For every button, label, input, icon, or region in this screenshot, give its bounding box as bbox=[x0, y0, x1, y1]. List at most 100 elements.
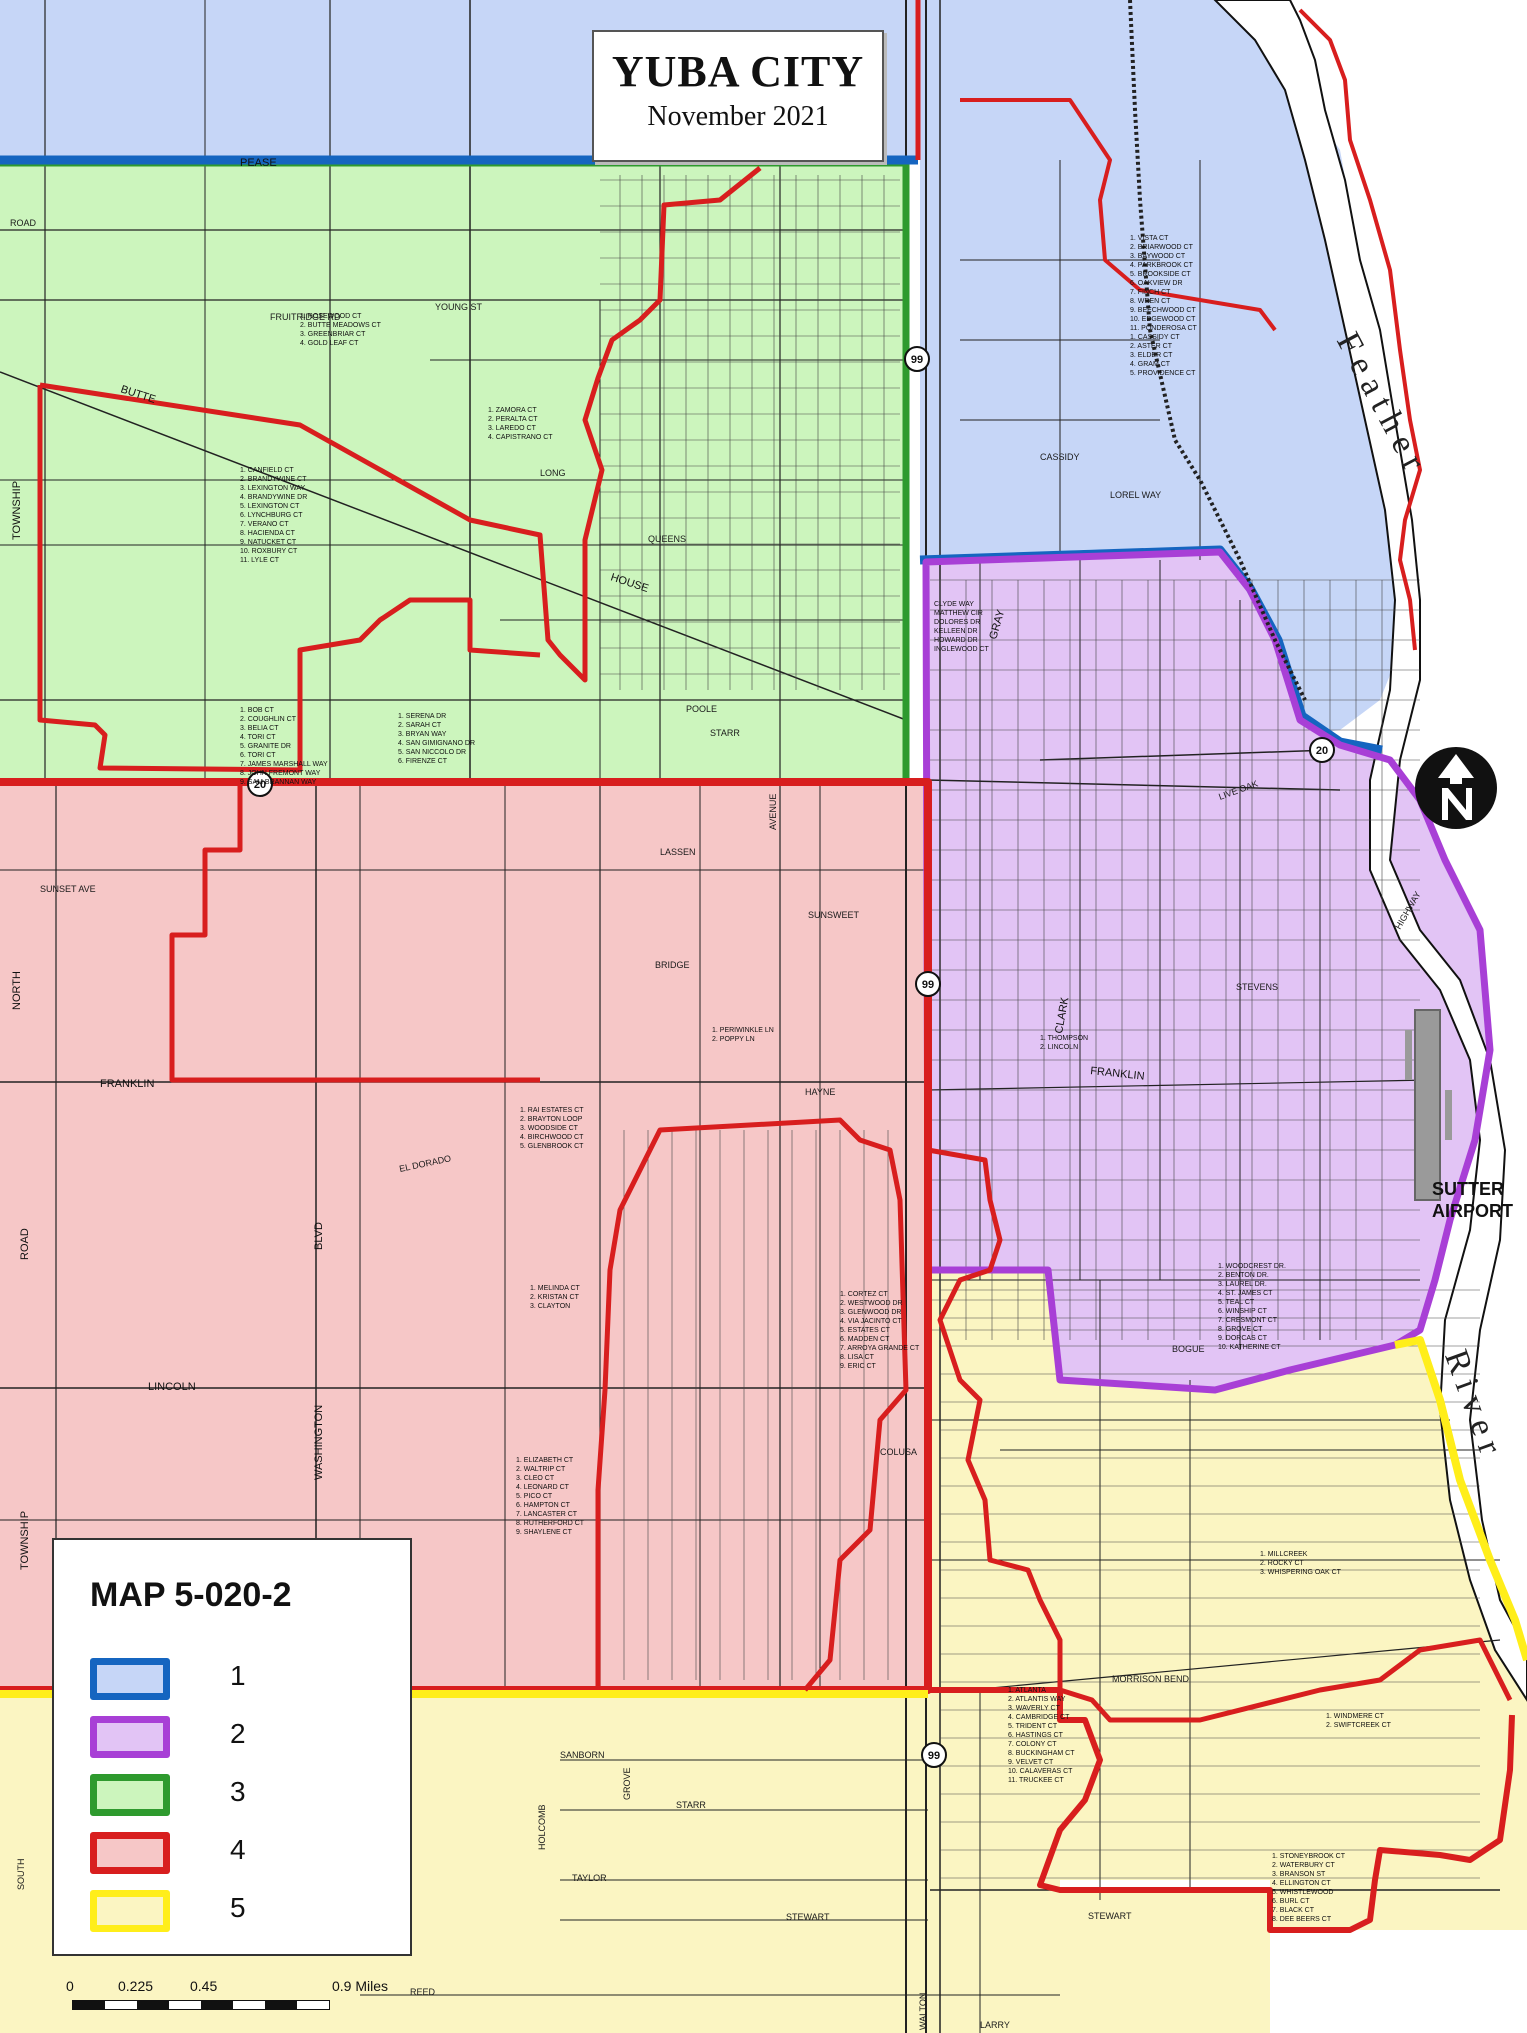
legend-item-4: 4 bbox=[90, 1832, 350, 1874]
note-list_j-7: 8. GROVE CT bbox=[1218, 1326, 1263, 1333]
note-list_k-14: 4. GRAM CT bbox=[1130, 361, 1171, 368]
street-label-holcomb: HOLCOMB bbox=[537, 1804, 547, 1850]
note-list_l-2: 3. WHISPERING OAK CT bbox=[1260, 1569, 1342, 1576]
note-list_o-3: 4. ELLINGTON CT bbox=[1272, 1880, 1331, 1887]
note-list_b-4: 5. LEXINGTON CT bbox=[240, 503, 300, 510]
note-list_j-9: 10. KATHERINE CT bbox=[1218, 1344, 1281, 1351]
note-list_k-0: 1. VISTA CT bbox=[1130, 235, 1169, 242]
note-list_l-1: 2. ROCKY CT bbox=[1260, 1560, 1305, 1567]
street-label-stewart-e: STEWART bbox=[1088, 1911, 1132, 1921]
note-list_i-1: 2. WALTRIP CT bbox=[516, 1466, 566, 1473]
note-list_h-2: 3. GLENWOOD DR bbox=[840, 1309, 901, 1316]
note-list_k-10: 11. PONDEROSA CT bbox=[1130, 325, 1198, 332]
note-list_b-0: 1. CANFIELD CT bbox=[240, 467, 294, 474]
shield-20-b-label: 20 bbox=[1316, 745, 1328, 757]
note-list_m-5: 6. HASTINGS CT bbox=[1008, 1732, 1064, 1739]
note-list_l-0: 1. MILLCREEK bbox=[1260, 1551, 1308, 1558]
legend-label-1: 1 bbox=[230, 1660, 246, 1691]
note-list_k-12: 2. ASTER CT bbox=[1130, 343, 1173, 350]
note-list_k-13: 3. ELDER CT bbox=[1130, 352, 1173, 359]
note-list_j-2: 3. LAUREL DR. bbox=[1218, 1281, 1267, 1288]
street-label-washington: WASHINGTON bbox=[313, 1405, 325, 1480]
shield-20-a-label: 20 bbox=[254, 779, 266, 791]
note-list_k-8: 9. BEECHWOOD CT bbox=[1130, 307, 1196, 314]
note-list_m-7: 8. BUCKINGHAM CT bbox=[1008, 1750, 1075, 1757]
note-list_f-4: 5. GLENBROOK CT bbox=[520, 1143, 584, 1150]
note-list_h-0: 1. CORTEZ CT bbox=[840, 1291, 888, 1298]
shield-99-a-circle bbox=[904, 346, 930, 372]
street-label-franklin-e: FRANKLIN bbox=[1090, 1065, 1145, 1083]
note-list_k-2: 3. BAYWOOD CT bbox=[1130, 253, 1186, 260]
street-label-lassen: LASSEN bbox=[660, 847, 696, 857]
note-list_n-0: 1. WINDMERE CT bbox=[1326, 1713, 1385, 1720]
note-list_d-3: 4. TORI CT bbox=[240, 734, 276, 741]
note-list_d-5: 6. TORI CT bbox=[240, 752, 276, 759]
note-list_h-1: 2. WESTWOOD DR bbox=[840, 1300, 903, 1307]
note-list_h-4: 5. ESTATES CT bbox=[840, 1327, 891, 1334]
street-label-reed: REED bbox=[410, 1987, 436, 1997]
legend-item-2: 2 bbox=[90, 1716, 350, 1758]
note-list_h-3: 4. VIA JACINTO CT bbox=[840, 1318, 902, 1325]
scale-tick-3: 0.9 Miles bbox=[332, 1978, 389, 1994]
note-list_h-8: 9. ERIC CT bbox=[840, 1363, 877, 1370]
note-list_i-6: 7. LANCASTER CT bbox=[516, 1511, 578, 1518]
map-title-box: YUBA CITY November 2021 bbox=[592, 30, 884, 162]
street-label-sunset: SUNSET AVE bbox=[40, 884, 96, 894]
north-arrow-n-glyph bbox=[1442, 788, 1472, 820]
note-list_r-2: DOLORES DR bbox=[934, 619, 980, 626]
note-list_b-2: 3. LEXINGTON WAY bbox=[240, 485, 306, 492]
street-label-lincoln: LINCOLN bbox=[148, 1381, 196, 1393]
legend-label-3: 3 bbox=[230, 1776, 246, 1807]
note-list_i-4: 5. PICO CT bbox=[516, 1493, 553, 1500]
street-label-queens: QUEENS bbox=[648, 534, 686, 544]
note-list_m-2: 3. WAVERLY CT bbox=[1008, 1705, 1061, 1712]
shield-99-a-label: 99 bbox=[911, 354, 923, 366]
note-list_d-4: 5. GRANITE DR bbox=[240, 743, 291, 750]
district-5-south-east-strip bbox=[928, 1890, 1270, 2033]
note-list_d-7: 8. JOHN FREMONT WAY bbox=[240, 770, 321, 777]
legend-swatch-3 bbox=[90, 1774, 170, 1816]
boundary-red-inner-5 bbox=[928, 1687, 1515, 1933]
note-list_b-8: 9. NATUCKET CT bbox=[240, 539, 297, 546]
road-segment-15 bbox=[0, 371, 907, 721]
note-list_f-1: 2. BRAYTON LOOP bbox=[520, 1116, 583, 1123]
note-list_b-9: 10. ROXBURY CT bbox=[240, 548, 298, 555]
note-list_e-0: 1. SERENA DR bbox=[398, 713, 446, 720]
note-list_b-6: 7. VERANO CT bbox=[240, 521, 289, 528]
note-list_i-5: 6. HAMPTON CT bbox=[516, 1502, 571, 1509]
note-list_d-6: 7. JAMES MARSHALL WAY bbox=[240, 761, 328, 768]
street-label-bogue: BOGUE bbox=[1172, 1344, 1205, 1354]
legend-label-4: 4 bbox=[230, 1834, 246, 1865]
note-list_b-1: 2. BRANDYWINE CT bbox=[240, 476, 307, 483]
shield-99-c-circle bbox=[921, 1742, 947, 1768]
airport-label-line1: SUTTER bbox=[1432, 1179, 1504, 1199]
north-arrow bbox=[1412, 744, 1500, 832]
note-list_r-5: INGLEWOOD CT bbox=[934, 646, 990, 653]
street-label-starr-n: STARR bbox=[710, 728, 740, 738]
highway-shields: 99 99 99 20 20 bbox=[247, 346, 1335, 1768]
note-list_d-0: 1. BOB CT bbox=[240, 707, 275, 714]
note-list_k-1: 2. BRIARWOOD CT bbox=[1130, 244, 1194, 251]
street-label-taylor: TAYLOR bbox=[572, 1873, 607, 1883]
street-label-south: SOUTH bbox=[16, 1859, 26, 1891]
note-list_d-2: 3. BELIA CT bbox=[240, 725, 279, 732]
note-list_a-2: 3. GREENBRIAR CT bbox=[300, 331, 366, 338]
note-list_k-11: 1. CASSIDY CT bbox=[1130, 334, 1180, 341]
boundary-red-inner-10 bbox=[1298, 8, 1422, 651]
note-list_k-9: 10. EDGEWOOD CT bbox=[1130, 316, 1196, 323]
note-list_o-2: 3. BRANSON ST bbox=[1272, 1871, 1326, 1878]
street-label-fruitridge: FRUITRIDGE RD bbox=[270, 312, 341, 322]
note-list_k-15: 5. PROVIDENCE CT bbox=[1130, 370, 1196, 377]
note-list_r-0: CLYDE WAY bbox=[934, 601, 974, 608]
note-list_a-0: 1. ROSEWOOD CT bbox=[300, 313, 362, 320]
note-list_j-4: 5. TEAL CT bbox=[1218, 1299, 1255, 1306]
note-list_j-1: 2. BENTON DR. bbox=[1218, 1272, 1269, 1279]
shield-20-b-circle bbox=[1309, 737, 1335, 763]
street-label-township-bottom: TOWNSHIP bbox=[19, 1511, 31, 1570]
note-list_q-1: 2. POPPY LN bbox=[712, 1036, 755, 1043]
note-list_j-3: 4. ST. JAMES CT bbox=[1218, 1290, 1273, 1297]
shield-20-b: 20 bbox=[1309, 737, 1335, 763]
note-list_c-3: 4. CAPISTRANO CT bbox=[488, 434, 553, 441]
note-list_b-3: 4. BRANDYWINE DR bbox=[240, 494, 307, 501]
district-boundaries bbox=[0, 0, 1527, 1933]
